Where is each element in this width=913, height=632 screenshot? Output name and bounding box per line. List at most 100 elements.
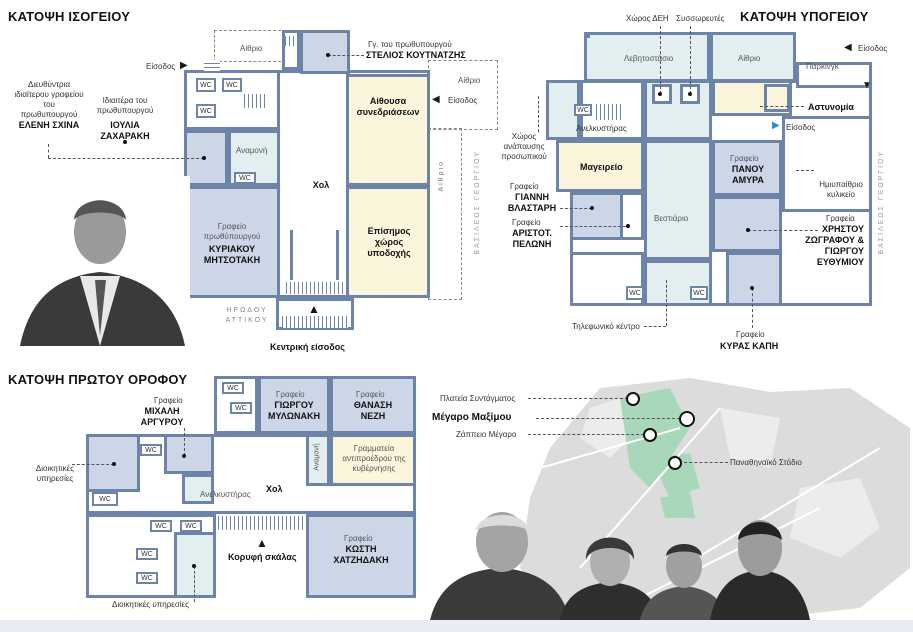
basement-right-corridor: [782, 116, 872, 212]
map-stadium-leader: [684, 462, 728, 463]
first-vp-secretariat: [330, 434, 416, 486]
basement-entrance-blue-label: Είσοδος: [786, 123, 816, 132]
basement-entrance-blue-arrow-icon: ▶: [772, 120, 780, 131]
ground-pm-office-name: ΚΥΡΙΑΚΟΥ ΜΗΤΣΟΤΑΚΗ: [203, 244, 261, 265]
basement-vlastari-name: ΓΙΑΝΝΗ ΒΛΑΣΤΑΡΗ: [507, 192, 557, 213]
basement-pelonis-leader: [560, 226, 626, 227]
basement-police-room: [764, 84, 790, 112]
ground-hall-label: Χολ: [312, 180, 330, 190]
basement-pelonis-name: ΑΡΙΣΤΟΤ. ΠΕΛΩΝΗ: [512, 228, 552, 249]
basement-dei-label: Χώρος ΔΕΗ: [626, 14, 669, 23]
first-wc-5: WC: [150, 520, 172, 532]
basement-wc-2: WC: [626, 286, 644, 300]
map-syntagma-leader: [528, 398, 628, 399]
first-admin-left-dot: [112, 462, 116, 466]
ground-main-entrance-label: Κεντρική είσοδος: [270, 342, 345, 352]
basement-zografos-leader: [748, 230, 818, 231]
first-admin-bottom-label: Διοικητικές υπηρεσίες: [112, 600, 189, 609]
ground-street-right: ΒΑΣΙΛΕΩΣ ΓΕΩΡΓΙΟΥ: [474, 150, 481, 255]
ground-top-stairs: [285, 36, 297, 46]
ground-wc-3: WC: [196, 104, 216, 118]
first-wc-7: WC: [136, 548, 158, 560]
ground-director-leader-h: [48, 158, 204, 159]
ground-wc-4: WC: [234, 172, 256, 184]
ground-pm-office: [184, 186, 280, 298]
basement-amyras-name: ΠΑΝΟΥ ΑΜΥΡΑ: [731, 164, 765, 185]
ground-secgen-title: Γγ. του πρωθυπουργού: [368, 40, 452, 49]
government-members-photo: [430, 512, 810, 620]
ground-reception-label: Επίσημος χώρος υποδοχής: [367, 226, 411, 258]
first-hatzidakis-name: ΚΩΣΤΗ ΧΑΤΖΗΔΑΚΗ: [333, 544, 389, 565]
ground-secgen-leader: [328, 55, 364, 56]
basement-amyras-line: Γραφείο: [730, 154, 759, 163]
ground-pm-office-line: Γραφείο πρωθύπουργού: [203, 222, 261, 241]
ground-conference-room: [346, 74, 430, 186]
ground-director-leader-v: [48, 144, 49, 158]
ground-porch-steps: [282, 316, 348, 328]
first-wc-8: WC: [136, 572, 158, 584]
basement-kitchen: [556, 140, 644, 192]
basement-parking-label: Πάρκινγκ: [806, 62, 839, 71]
map-maximou-marker-icon: [679, 411, 695, 427]
first-nezis-name: ΘΑΝΑΣΗ ΝΕΖΗ: [353, 400, 393, 421]
basement-down-arrow-icon: ▼: [862, 80, 872, 91]
ground-entrance-right-arrow-icon: ◀: [432, 94, 440, 105]
ground-secretary-dot: [123, 140, 127, 144]
basement-staff-rest-label: Χώρος ανάπαυσης προσωπικού: [501, 132, 547, 161]
map-stadium-label: Παναθηναϊκό Στάδιο: [730, 458, 802, 467]
basement-wardrobe-label: Βεστιάριο: [654, 214, 689, 223]
basement-dei-leader: [660, 26, 661, 94]
ground-secretary-name: ΙΟΥΛΙΑ ΖΑΧΑΡΑΚΗ: [100, 120, 150, 141]
basement-telephone-label: Τηλεφωνικό κέντρο: [572, 322, 640, 331]
basement-left-wing: [546, 80, 580, 140]
first-mylonakis-line: Γραφείο: [276, 390, 305, 399]
ground-atrium-top-label: Αίθριο: [240, 44, 263, 53]
first-nezis-line: Γραφείο: [356, 390, 385, 399]
basement-entrance-top-arrow-icon: ◀: [844, 42, 852, 53]
basement-batteries-dot: [688, 92, 692, 96]
ground-column-left: [290, 230, 293, 280]
basement-telephone-leader-v: [666, 280, 667, 326]
first-argyrou-leader: [184, 428, 185, 456]
map-maximou-label: Μέγαρο Μαξίμου: [432, 412, 512, 423]
basement-street-right: ΒΑΣΙΛΕΩΣ ΓΕΩΡΓΙΟΥ: [878, 150, 885, 255]
ground-atrium-outline-vert: [428, 128, 462, 300]
ground-secgen-office: [300, 30, 350, 74]
first-mylonakis-office: [258, 376, 330, 434]
ground-entrance-steps: [204, 60, 220, 72]
basement-vlastari-leader: [560, 208, 592, 209]
basement-entrance-top-label: Είσοδος: [858, 44, 888, 53]
basement-staff-rest-leader: [538, 96, 539, 132]
bottom-bar: [0, 620, 913, 632]
first-top-stairs: [218, 516, 304, 530]
ground-entrance-right-label: Είσοδος: [448, 96, 478, 105]
ground-director-name: ΕΛΕΝΗ ΣΧΙΝΑ: [18, 120, 80, 130]
first-hatzidakis-office: [306, 514, 416, 598]
first-admin-left-label: Διοικητικές υπηρεσίες: [35, 464, 75, 483]
pm-portrait: [10, 176, 190, 346]
ground-stairs-small: [244, 94, 266, 108]
basement-semi-label: Ημιυπαίθριο κυλικείο: [819, 180, 863, 199]
first-waiting: [306, 434, 330, 486]
map-stadium-marker-icon: [668, 456, 682, 470]
first-floor-title: ΚΑΤΟΨΗ ΠΡΩΤΟΥ ΟΡΟΦΟΥ: [8, 372, 188, 387]
basement-pelonis-line: Γραφείο: [512, 218, 541, 227]
basement-zografos-dot: [746, 228, 750, 232]
basement-vlastari-dot: [590, 206, 594, 210]
first-argyrou-name: ΜΙΧΑΛΗ ΑΡΓΥΡΟΥ: [140, 406, 184, 427]
ground-waiting-label: Αναμονή: [236, 146, 268, 155]
basement-boiler-label: Λεβητοστάσιο: [624, 54, 674, 63]
basement-wc-1: WC: [574, 104, 592, 116]
ground-director-dot: [202, 156, 206, 160]
basement-stairs-left: [596, 104, 622, 120]
ground-atrium-right-label: Αίθριο: [458, 76, 481, 85]
basement-kapi-dot: [750, 286, 754, 290]
first-argyrou-dot: [182, 454, 186, 458]
first-wc-1: WC: [222, 382, 244, 394]
basement-police-leader: [760, 106, 804, 107]
ground-wc-2: WC: [222, 78, 242, 92]
basement-parking: [796, 62, 872, 88]
first-wc-4: WC: [92, 492, 118, 506]
first-mylonakis-name: ΓΙΩΡΓΟΥ ΜΥΛΩΝΑΚΗ: [268, 400, 320, 421]
basement-dei-room: [652, 84, 672, 104]
